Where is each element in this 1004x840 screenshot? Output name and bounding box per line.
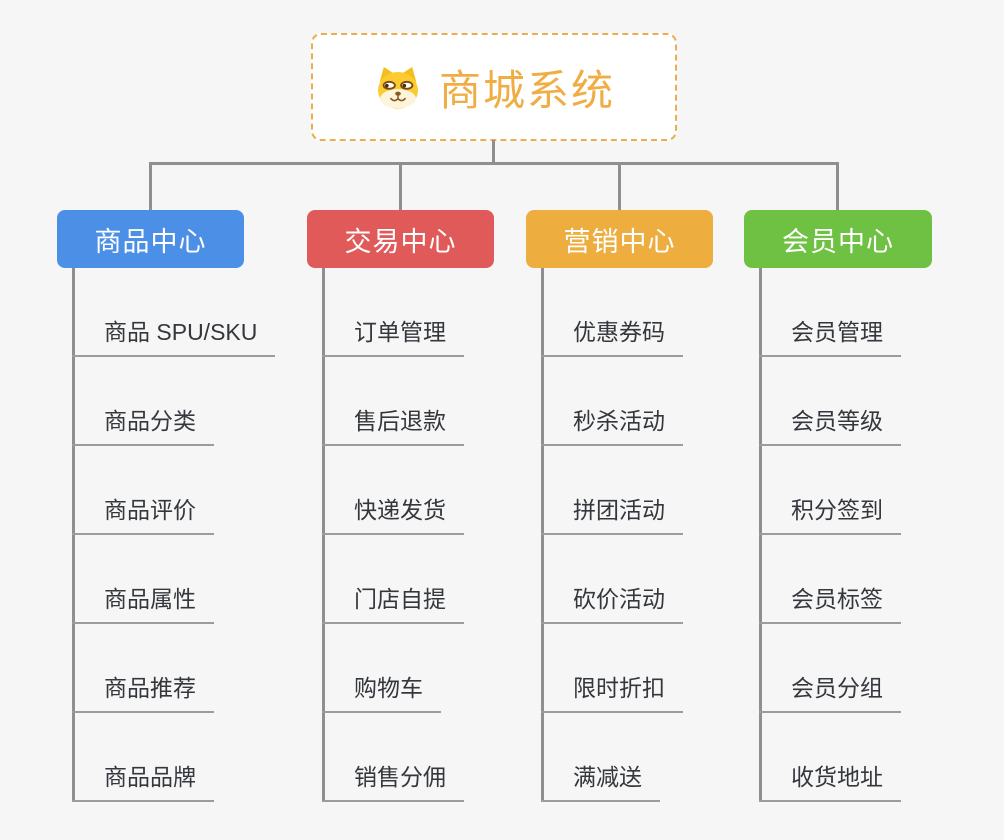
connector-drop-trade-center — [399, 162, 402, 210]
root-topic[interactable]: 商城系统 — [311, 33, 677, 141]
subtopic-label: 会员管理 — [759, 313, 901, 357]
subtopic-item[interactable]: 商品推荐 — [57, 624, 244, 713]
branch-box-product-center[interactable]: 商品中心 — [57, 210, 244, 268]
branch-product-center: 商品中心 商品 SPU/SKU 商品分类 商品评价 商品属性 商品推荐 商品品牌 — [57, 210, 276, 802]
subtopic-label: 销售分佣 — [322, 758, 464, 802]
subtopic-label: 商品推荐 — [72, 669, 214, 713]
subtopic-label: 拼团活动 — [541, 491, 683, 535]
subtopic-item[interactable]: 秒杀活动 — [526, 357, 713, 446]
branch-trade-center: 交易中心 订单管理 售后退款 快递发货 门店自提 购物车 销售分佣 — [307, 210, 494, 802]
subtopic-item[interactable]: 会员管理 — [744, 268, 932, 357]
subtopic-label: 秒杀活动 — [541, 402, 683, 446]
subtopic-label: 快递发货 — [322, 491, 464, 535]
subtopic-label: 满减送 — [541, 758, 660, 802]
subtopic-item[interactable]: 会员标签 — [744, 535, 932, 624]
subtopic-label: 订单管理 — [322, 313, 464, 357]
subtopic-label: 商品 SPU/SKU — [72, 313, 276, 357]
subtopic-item[interactable]: 购物车 — [307, 624, 494, 713]
subtopic-label: 积分签到 — [759, 491, 901, 535]
subtopic-item[interactable]: 门店自提 — [307, 535, 494, 624]
connector-root-stub — [492, 140, 495, 164]
subtopic-label: 优惠券码 — [541, 313, 683, 357]
subtopic-item[interactable]: 限时折扣 — [526, 624, 713, 713]
subtopic-label: 商品分类 — [72, 402, 214, 446]
branch-box-member-center[interactable]: 会员中心 — [744, 210, 932, 268]
subtopic-item[interactable]: 商品分类 — [57, 357, 244, 446]
root-topic-title: 商城系统 — [438, 66, 615, 114]
subtopic-item[interactable]: 优惠券码 — [526, 268, 713, 357]
subtopic-label: 会员分组 — [759, 669, 901, 713]
doge-face-icon — [373, 64, 423, 110]
connector-rail-product-center — [72, 268, 75, 802]
subtopic-item[interactable]: 会员分组 — [744, 624, 932, 713]
subtopic-item[interactable]: 会员等级 — [744, 357, 932, 446]
connector-drop-marketing-center — [618, 162, 621, 210]
subtopic-label: 收货地址 — [759, 758, 901, 802]
subtopic-item[interactable]: 销售分佣 — [307, 713, 494, 802]
subtopic-label: 商品属性 — [72, 580, 214, 624]
subtopic-label: 门店自提 — [322, 580, 464, 624]
branch-box-trade-center[interactable]: 交易中心 — [307, 210, 494, 268]
connector-horizontal-bar — [149, 162, 839, 165]
subtopic-label: 砍价活动 — [541, 580, 683, 624]
subtopic-item[interactable]: 收货地址 — [744, 713, 932, 802]
branch-marketing-center: 营销中心 优惠券码 秒杀活动 拼团活动 砍价活动 限时折扣 满减送 — [526, 210, 713, 802]
connector-rail-trade-center — [322, 268, 325, 802]
subtopic-label: 商品品牌 — [72, 758, 214, 802]
subtopic-item[interactable]: 满减送 — [526, 713, 713, 802]
subtopic-item[interactable]: 订单管理 — [307, 268, 494, 357]
subtopic-item[interactable]: 售后退款 — [307, 357, 494, 446]
connector-drop-product-center — [149, 162, 152, 210]
subtopic-label: 售后退款 — [322, 402, 464, 446]
subtopic-item[interactable]: 商品评价 — [57, 446, 244, 535]
connector-rail-marketing-center — [541, 268, 544, 802]
branch-box-marketing-center[interactable]: 营销中心 — [526, 210, 713, 268]
connector-rail-member-center — [759, 268, 762, 802]
subtopic-item[interactable]: 商品 SPU/SKU — [57, 268, 276, 357]
subtopic-item[interactable]: 积分签到 — [744, 446, 932, 535]
subtopic-label: 限时折扣 — [541, 669, 683, 713]
subtopic-item[interactable]: 拼团活动 — [526, 446, 713, 535]
subtopic-label: 购物车 — [322, 669, 441, 713]
connector-drop-member-center — [836, 162, 839, 210]
subtopic-item[interactable]: 商品属性 — [57, 535, 244, 624]
subtopic-label: 商品评价 — [72, 491, 214, 535]
subtopic-label: 会员标签 — [759, 580, 901, 624]
subtopic-item[interactable]: 商品品牌 — [57, 713, 244, 802]
branch-member-center: 会员中心 会员管理 会员等级 积分签到 会员标签 会员分组 收货地址 — [744, 210, 932, 802]
subtopic-item[interactable]: 砍价活动 — [526, 535, 713, 624]
subtopic-item[interactable]: 快递发货 — [307, 446, 494, 535]
subtopic-label: 会员等级 — [759, 402, 901, 446]
